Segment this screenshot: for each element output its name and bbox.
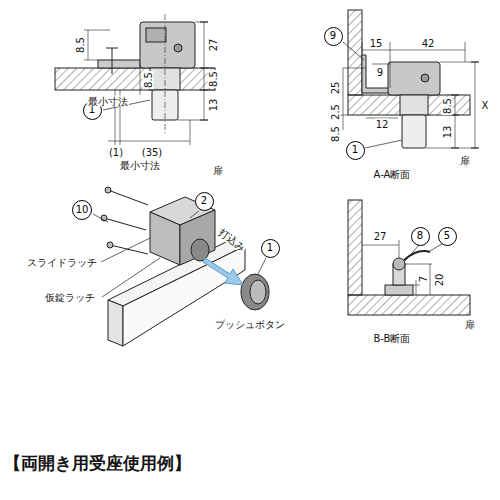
dimension-label: 8.5 [330, 125, 341, 143]
callout-number: 9 [324, 27, 343, 46]
dimension-label: B-B断面 [373, 333, 412, 344]
dimension-label: 12 [375, 119, 390, 130]
dimension-label: (1) [108, 147, 124, 158]
dimension-label: 20 [434, 273, 445, 288]
dimension-label: 13 [208, 98, 219, 113]
dimension-label: 27 [373, 231, 388, 242]
caption: 【両開き用受座使用例】 [4, 452, 191, 475]
callout-number: 1 [346, 141, 365, 160]
dimension-label: 扉 [212, 165, 224, 176]
dimension-label: 扉 [464, 319, 476, 330]
callout-number: 2 [195, 192, 214, 211]
callout-number: 10 [72, 200, 92, 220]
dimension-label: 8.5 [143, 71, 154, 89]
a-a-section [338, 10, 479, 148]
callout-text: 8 [417, 231, 423, 241]
dimension-label: 7 [418, 275, 429, 283]
callout-number: 8 [411, 227, 430, 246]
dimension-label: 仮錠ラッチ [44, 292, 96, 303]
dimension-label: 8.5 [75, 36, 86, 54]
b-b-section [348, 200, 470, 315]
dimension-label: プッシュボタン [214, 319, 286, 330]
callout-text: 1 [267, 243, 273, 253]
callout-text: 10 [76, 205, 89, 215]
callout-text: 2 [201, 196, 207, 206]
callout-text: 1 [89, 105, 95, 115]
dimension-label: 最小寸法 [87, 96, 129, 107]
callout-number: 1 [261, 239, 280, 258]
dimension-label: 扉 [459, 155, 471, 166]
dimension-label: 15 [369, 38, 384, 49]
dimension-label: 最小寸法 [119, 160, 161, 171]
callout-text: 1 [352, 145, 358, 155]
dimension-label: 25 [330, 81, 341, 96]
callout-text: 9 [330, 31, 336, 41]
callout-number: 5 [438, 227, 457, 246]
dimension-label: (35) [141, 147, 164, 158]
dimension-label: X [481, 100, 490, 111]
dimension-label: スライドラッチ [26, 257, 98, 268]
dimension-label: 2.5 [330, 103, 341, 121]
dimension-label: 8.5 [208, 70, 219, 88]
dimension-label: 9 [376, 67, 384, 78]
dimension-label: A-A断面 [373, 169, 412, 180]
dimension-label: 42 [421, 38, 436, 49]
dimension-label: 8.5 [442, 97, 453, 115]
callout-text: 5 [444, 231, 450, 241]
top-left-view [55, 14, 215, 145]
dimension-label: 27 [208, 38, 219, 53]
dimension-label: 13 [442, 125, 453, 140]
